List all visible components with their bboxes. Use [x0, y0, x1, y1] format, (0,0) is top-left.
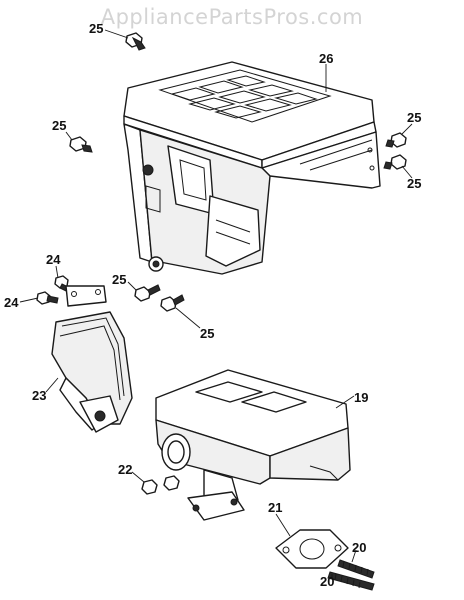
callout-24-top: 24 [46, 252, 61, 267]
callouts: 25 26 25 25 25 24 24 25 25 23 19 22 21 2… [4, 21, 421, 589]
callout-25-mid-low: 25 [200, 326, 214, 341]
leader-lines [19, 29, 413, 578]
callout-22: 22 [118, 462, 132, 477]
bolt-25-right-top [385, 132, 407, 148]
callout-24-left: 24 [4, 295, 19, 310]
part-26-shroud [123, 61, 381, 275]
part-22-nuts [141, 475, 180, 495]
part-20-studs [327, 559, 375, 591]
bolt-25-mid [134, 284, 161, 302]
callout-23: 23 [32, 388, 46, 403]
bolt-25-right-bottom [383, 154, 407, 170]
callout-20-bottom: 20 [320, 574, 334, 589]
bolt-25-mid-low [160, 294, 185, 312]
callout-19: 19 [354, 390, 368, 405]
watermark-text: AppliancePartsPros.com [101, 5, 364, 29]
bolt-24-left [36, 291, 59, 305]
callout-25-left: 25 [52, 118, 66, 133]
callout-25-top: 25 [89, 21, 103, 36]
callout-25-mid: 25 [112, 272, 126, 287]
part-21-gasket [275, 529, 349, 569]
bolt-25-left [69, 136, 93, 153]
part-23-bracket [51, 285, 133, 433]
callout-20-top: 20 [352, 540, 366, 555]
shroud-vent-grid [158, 69, 332, 123]
callout-25-right-top: 25 [407, 110, 421, 125]
bolt-25-top [125, 32, 146, 51]
callout-26: 26 [319, 51, 333, 66]
callout-21: 21 [268, 500, 282, 515]
callout-25-right-bottom: 25 [407, 176, 421, 191]
part-19-muffler [155, 369, 351, 521]
